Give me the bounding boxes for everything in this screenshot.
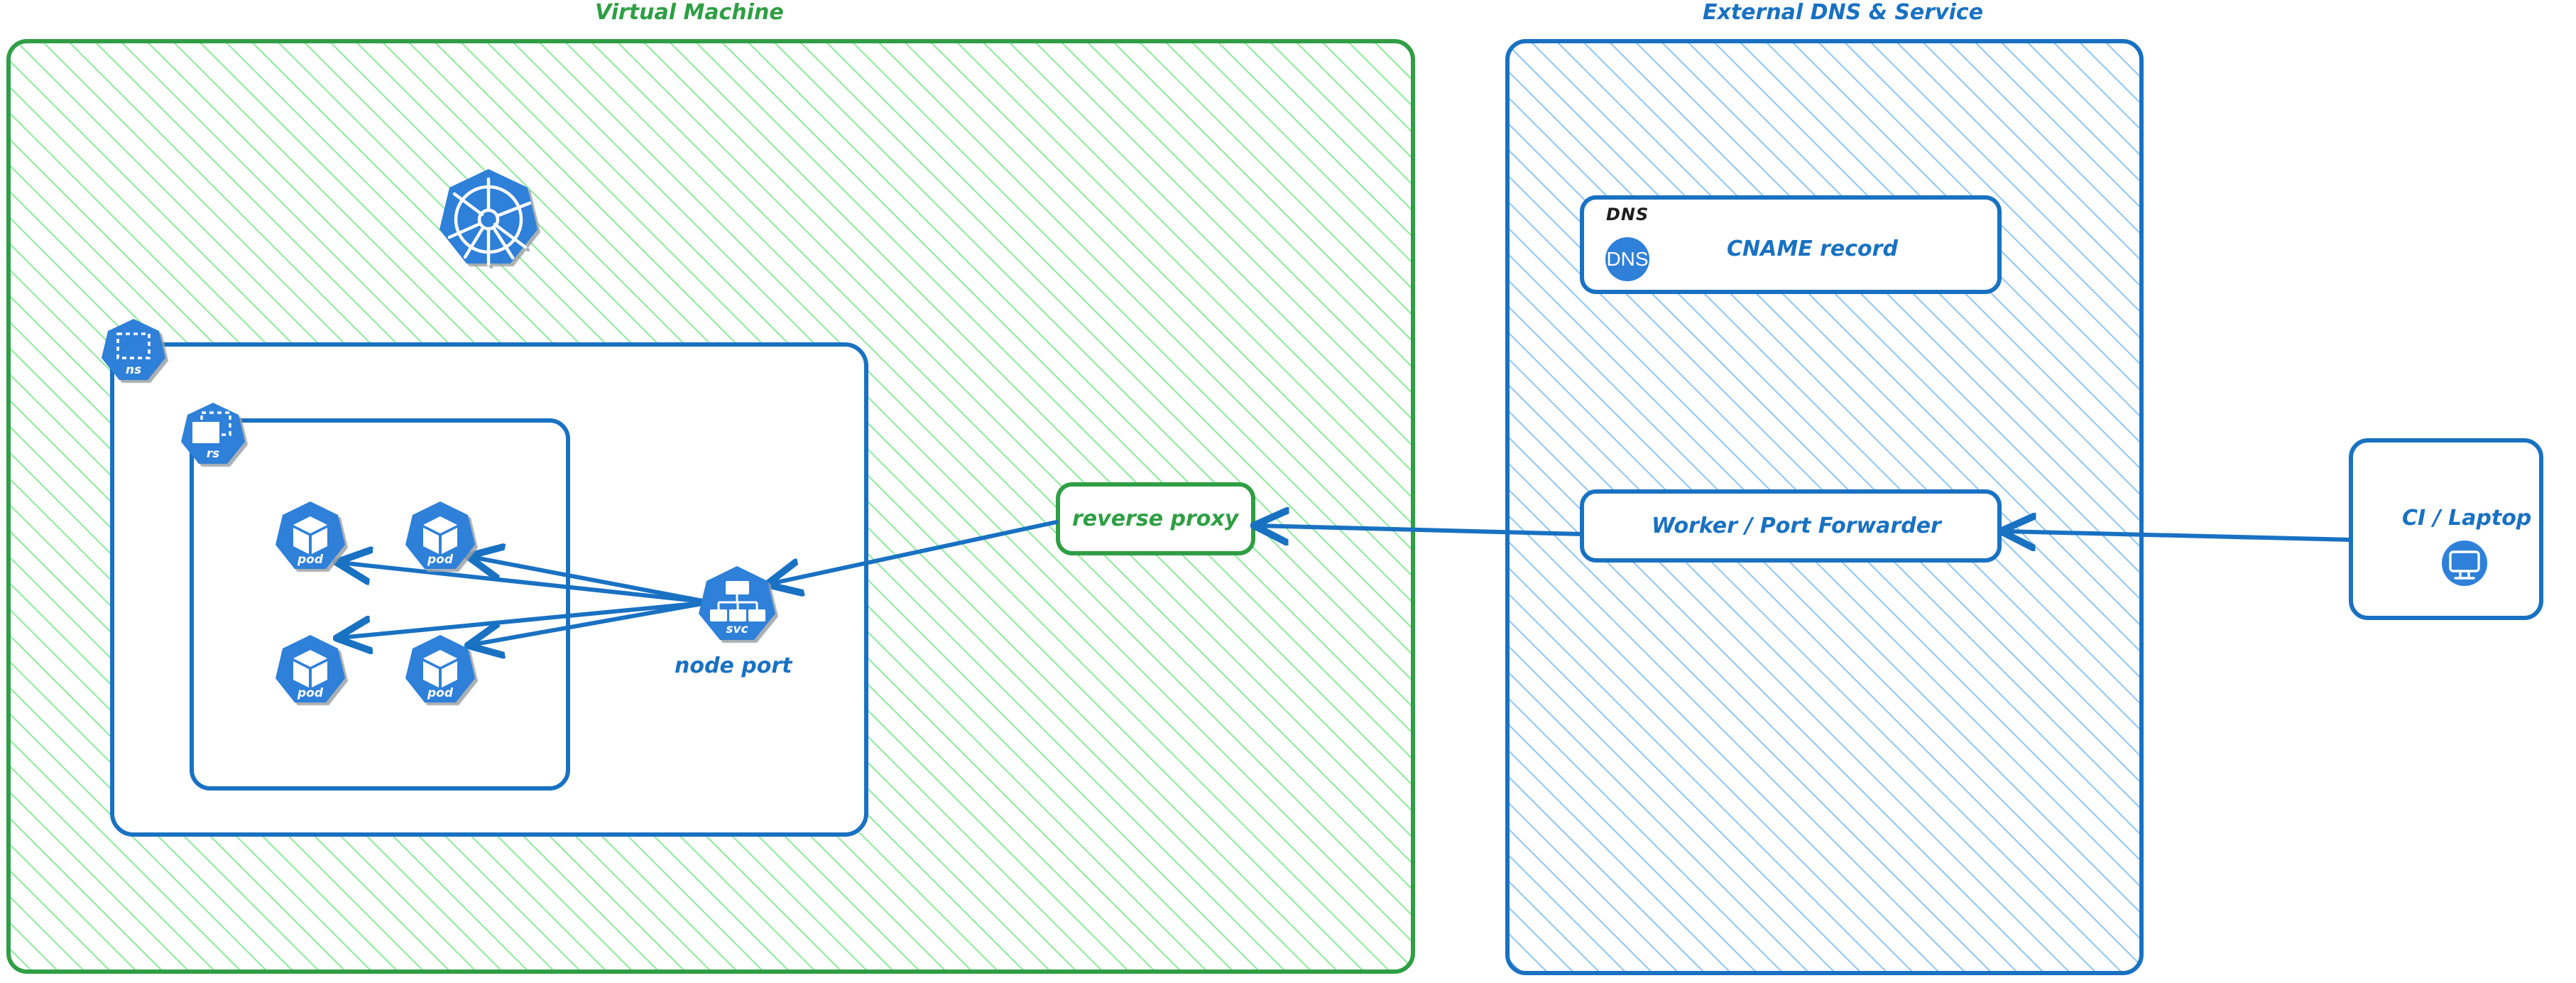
pod-2 — [405, 501, 475, 569]
service-tree-icon — [699, 566, 775, 640]
dns-record-box[interactable] — [1580, 195, 2002, 294]
desktop-monitor-icon — [2442, 541, 2487, 586]
arrow-proxy-to-svc — [770, 520, 1059, 584]
arrow-svc-to-pod-2 — [471, 557, 712, 604]
arrow-svc-to-pod-3 — [339, 600, 712, 638]
arrow-ci-to-worker — [2004, 531, 2353, 540]
ci-laptop-box[interactable] — [2349, 438, 2543, 620]
arrow-worker-to-proxy — [1257, 526, 1584, 534]
dns-circle-icon — [1605, 237, 1649, 281]
pod-1 — [275, 501, 345, 569]
kubernetes-helm-icon — [440, 169, 537, 266]
arrow-layer — [339, 520, 2353, 645]
pod-3 — [275, 635, 345, 702]
pod-4 — [405, 635, 475, 702]
arrow-svc-to-pod-1 — [339, 563, 712, 604]
namespace-icon — [102, 319, 165, 380]
replicaset-icon — [181, 403, 245, 464]
reverse-proxy-box[interactable] — [1056, 482, 1255, 555]
arrow-svc-to-pod-4 — [471, 600, 712, 645]
replicaset-box[interactable] — [190, 418, 570, 791]
worker-box[interactable] — [1580, 489, 2002, 563]
